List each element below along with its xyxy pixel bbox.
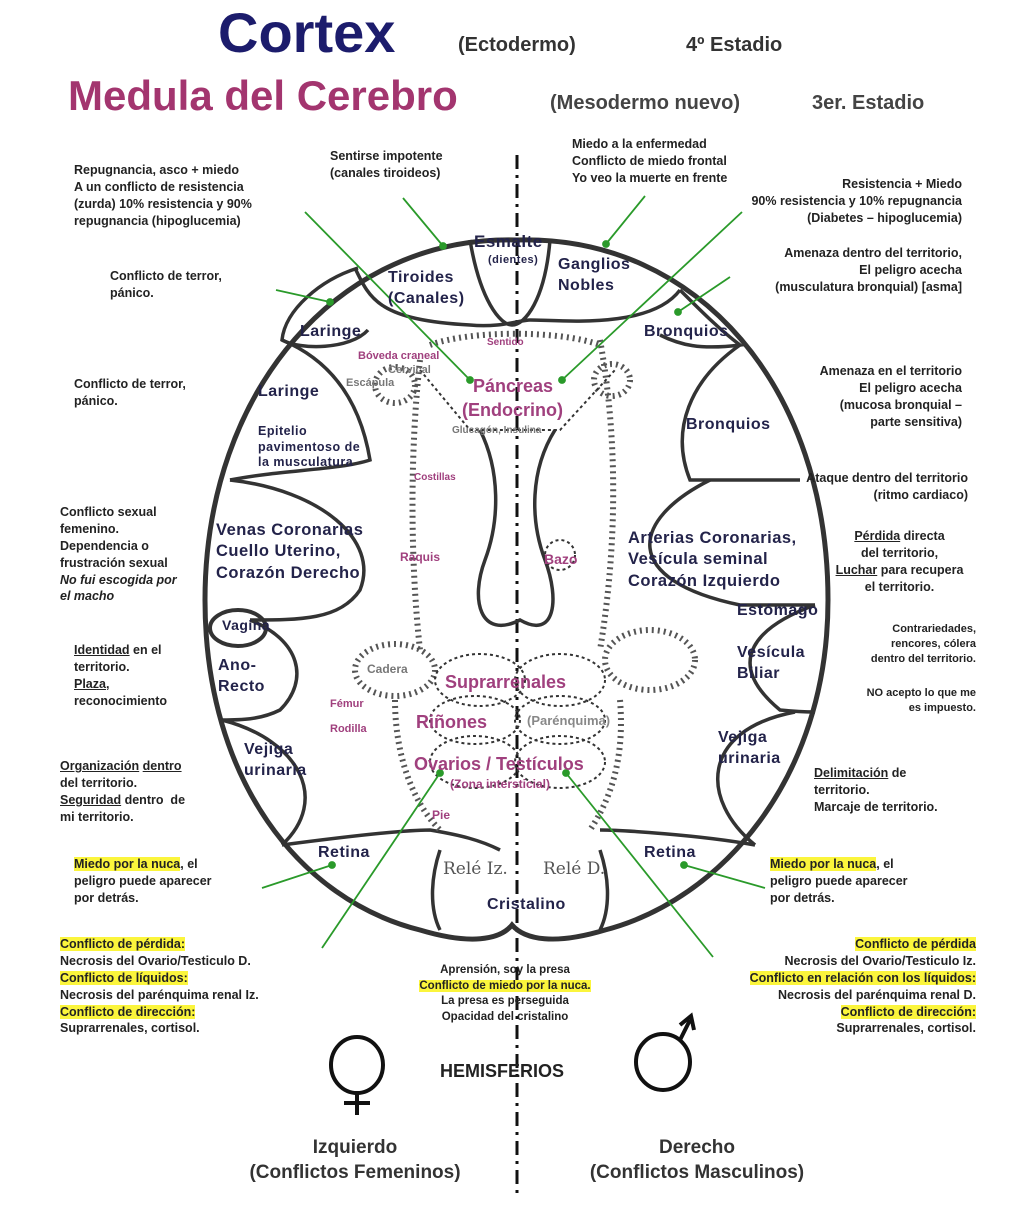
label-endocrino: (Endocrino) (462, 400, 563, 420)
region-retina-left: Retina (318, 844, 370, 861)
brain-outer-outline (202, 237, 831, 942)
region-bronquios-2: Bronquios (686, 416, 771, 433)
region-ano-recto: Ano- Recto (218, 657, 265, 695)
region-rele-d: Relé D. (543, 859, 606, 879)
label-costillas: Costillas (414, 472, 456, 483)
region-estomago: Estómago (737, 602, 819, 619)
label-cadera: Cadera (367, 662, 408, 676)
label-cervical: Cervical (388, 364, 431, 376)
note-nuca-left: Miedo por la nuca, el peligro puede apar… (74, 857, 212, 905)
stage-4: 4º Estadio (686, 34, 783, 56)
region-arterias-coronarias: Arterias Coronarias, Vesícula seminal Co… (628, 529, 797, 590)
vagina-outline (208, 608, 268, 648)
region-cristalino: Cristalino (487, 896, 566, 913)
note-repugnancia: Repugnancia, asco + miedo A un conflicto… (74, 163, 252, 228)
note-nuca-right: Miedo por la nuca, el peligro puede apar… (770, 857, 908, 905)
note-no-acepto: NO acepto lo que me es impuesto. (866, 687, 976, 714)
note-terror-1: Conflicto de terror, pánico. (110, 269, 222, 300)
hemisferios-label: HEMISFERIOS (440, 1061, 565, 1081)
region-venas-coronarias: Venas Coronarias Cuello Uterino, Corazón… (216, 521, 364, 582)
male-symbol (634, 1012, 696, 1092)
region-retina-right: Retina (644, 844, 696, 861)
region-ganglios: Ganglios Nobles (558, 256, 631, 294)
skeleton-dashes (352, 330, 698, 833)
label-bazo: Bazo (544, 551, 578, 567)
region-outlines (221, 239, 816, 931)
title-medula: Medula del Cerebro (68, 72, 458, 119)
region-vejiga-left: Vejiga urinaria (244, 741, 307, 779)
note-sexual: Conflicto sexual femenino. Dependencia o… (60, 505, 177, 604)
note-amenaza-en: Amenaza en el territorio El peligro acec… (819, 364, 962, 429)
label-ovarios-testiculos: Ovarios / Testículos (414, 754, 584, 774)
region-bronquios-1: Bronquios (644, 323, 729, 340)
label-parenquima: (Parénquima) (527, 713, 611, 728)
note-organizacion: Organización dentro del territorio. Segu… (60, 759, 186, 824)
left-hemisphere-label: Izquierdo (Conflictos Femeninos) (249, 1137, 461, 1183)
region-epitelio: Epitelio pavimentoso de la musculatura (258, 424, 361, 470)
note-enfermedad: Miedo a la enfermedad Conflicto de miedo… (572, 137, 728, 185)
label-rodilla: Rodilla (330, 723, 367, 735)
label-sentido: Sentido (487, 337, 524, 348)
label-boveda-craneal: Bóveda craneal (358, 350, 440, 362)
note-delimitacion: Delimitación de territorio. Marcaje de t… (814, 766, 938, 814)
label-zona-intersticial: (Zona intersticial) (450, 777, 551, 791)
note-terror-2: Conflicto de terror, pánico. (74, 377, 186, 408)
label-raquis: Raquis (400, 550, 441, 564)
note-aprension: Aprensión, soy la presa Conflicto de mie… (419, 964, 591, 1023)
region-vesicula-biliar: Vesícula Biliar (737, 644, 806, 682)
label-escapula: Escápula (346, 377, 395, 389)
right-hemisphere-label: Derecho (Conflictos Masculinos) (589, 1137, 805, 1183)
region-esmalte: Esmalte (474, 232, 543, 251)
note-resistencia: Resistencia + Miedo 90% resistencia y 10… (751, 177, 962, 225)
note-perdida-left: Conflicto de pérdida: Necrosis del Ovari… (60, 937, 259, 1036)
subtitle-mesodermo: (Mesodermo nuevo) (550, 92, 741, 114)
region-vagina: Vagina (222, 617, 271, 633)
note-perdida-directa: Pérdida directa del territorio, Luchar p… (835, 529, 964, 594)
female-symbol (329, 1035, 385, 1115)
note-contrariedades: Contrariedades, rencores, cólera dentro … (870, 623, 976, 665)
note-identidad: Identidad en el territorio. Plaza, recon… (74, 643, 168, 708)
label-glucagon: Glucagón, Insulina (452, 425, 542, 436)
region-vejiga-right: Vejiga urinaria (718, 729, 781, 767)
region-laringe-2: Laringe (258, 383, 320, 400)
label-femur: Fémur (330, 698, 364, 710)
label-pie: Pie (432, 808, 451, 822)
region-rele-iz: Relé Iz. (443, 859, 508, 879)
region-tiroides: Tiroides (Canales) (388, 269, 465, 307)
region-laringe-1: Laringe (300, 323, 362, 340)
label-rinones: Riñones (416, 712, 488, 732)
stage-3: 3er. Estadio (812, 92, 925, 114)
note-amenaza-dentro: Amenaza dentro del territorio, El peligr… (775, 246, 962, 294)
note-perdida-right: Conflicto de pérdida Necrosis del Ovario… (749, 937, 976, 1036)
note-ataque: Ataque dentro del territorio (ritmo card… (806, 471, 968, 502)
title-cortex: Cortex (218, 1, 396, 64)
region-dientes: (dientes) (488, 254, 539, 266)
note-impotente: Sentirse impotente (canales tiroideos) (330, 149, 443, 180)
label-pancreas: Páncreas (473, 376, 554, 396)
label-suprarrenales: Suprarrenales (445, 672, 567, 692)
green-arrows (261, 195, 766, 958)
gland-dashes (419, 369, 616, 789)
subtitle-ectodermo: (Ectodermo) (458, 34, 576, 56)
